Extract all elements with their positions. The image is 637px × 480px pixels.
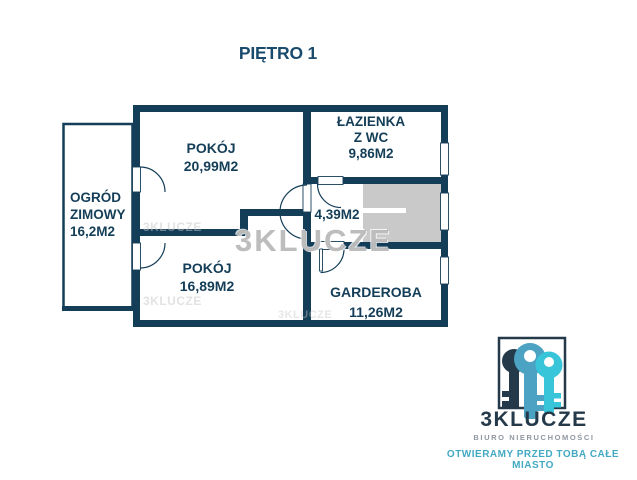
window-stairs <box>440 192 449 231</box>
agency-logo-graphic <box>497 336 567 419</box>
windows <box>440 142 449 285</box>
door-winter-garden-room-bottom <box>132 242 141 271</box>
room-area: 16,89M2 <box>179 277 235 294</box>
door-bathroom <box>317 176 344 185</box>
door-openings <box>132 166 345 272</box>
room-area: 4,39M2 <box>314 207 360 222</box>
label-wardrobe: GARDEROBA 11,26M2 <box>311 282 441 323</box>
door-arc-room-bottom <box>139 242 166 269</box>
door-wardrobe <box>317 241 345 250</box>
label-room-bottom: POKÓJ 16,89M2 <box>137 260 277 296</box>
logo-tagline: OTWIERAMY PRZED TOBĄ CAŁE MIASTO <box>446 449 620 471</box>
page-title: PIĘTRO 1 <box>238 43 318 63</box>
logo-brand-name: 3KLUCZE <box>480 408 588 431</box>
room-name: POKÓJ <box>182 260 232 276</box>
room-name: GARDEROBA <box>330 284 422 300</box>
interior-walls <box>133 112 448 320</box>
winter-garden-outline <box>62 122 134 311</box>
label-room-top: POKÓJ 20,99M2 <box>141 140 281 176</box>
watermark-tile: 3KLUCZE <box>278 309 333 321</box>
window-bathroom <box>440 142 449 176</box>
logo-subtitle: BIURO NIERUCHOMOŚCI <box>473 433 595 442</box>
door-winter-garden-room-top <box>132 166 141 193</box>
label-bathroom: ŁAZIENKA Z WC 9,86M2 <box>306 114 436 163</box>
door-arc-room-top <box>139 166 166 193</box>
room-name: ŁAZIENKA <box>336 114 406 129</box>
room-area: 9,86M2 <box>348 146 394 162</box>
room-name: POKÓJ <box>186 140 236 156</box>
room-area: 11,26M2 <box>349 304 403 321</box>
room-name: Z WC <box>353 130 389 146</box>
watermark-tile: 3KLUCZE <box>143 220 202 234</box>
key-icon-cyan <box>535 351 563 413</box>
room-area: 20,99M2 <box>183 157 239 174</box>
watermark-tile: 3KLUCZE <box>143 294 202 308</box>
room-name: OGRÓD <box>70 190 122 205</box>
door-arcs <box>139 166 345 274</box>
room-area: 16,2M2 <box>70 224 116 239</box>
door-wardrobe-leaf <box>319 248 323 272</box>
label-hallway: 4,39M2 <box>311 206 363 223</box>
door-hallway-room <box>302 183 312 213</box>
stairs-area <box>363 184 441 242</box>
door-arc-hallway <box>279 184 308 240</box>
watermark-text: 3KLUCZE <box>235 223 392 258</box>
room-name: ZIMOWY <box>70 207 126 222</box>
window-wardrobe <box>440 256 449 285</box>
label-winter-garden: OGRÓD ZIMOWY 16,2M2 <box>70 189 142 240</box>
door-arc-bathroom <box>316 183 342 209</box>
door-arc-wardrobe <box>320 248 345 274</box>
